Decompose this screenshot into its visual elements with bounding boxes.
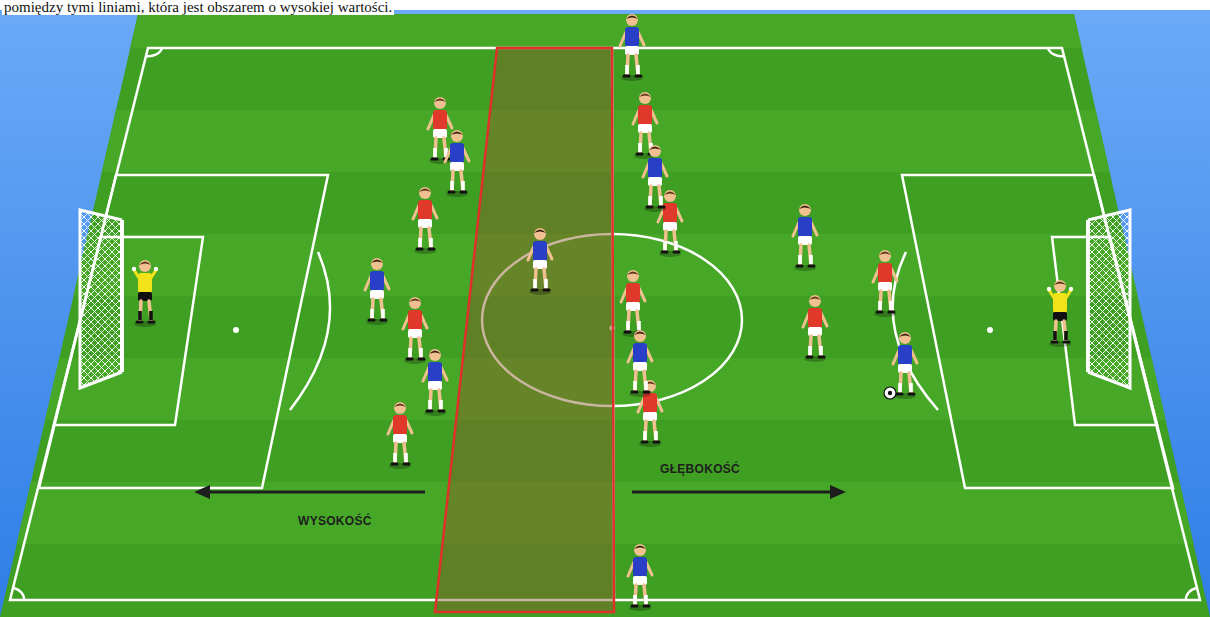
note-text: pomiędzy tymi liniami, która jest obszar… <box>2 0 394 15</box>
axis-label: WYSOKOŚĆ <box>298 514 372 528</box>
axis-label: GŁĘBOKOŚĆ <box>660 462 740 476</box>
